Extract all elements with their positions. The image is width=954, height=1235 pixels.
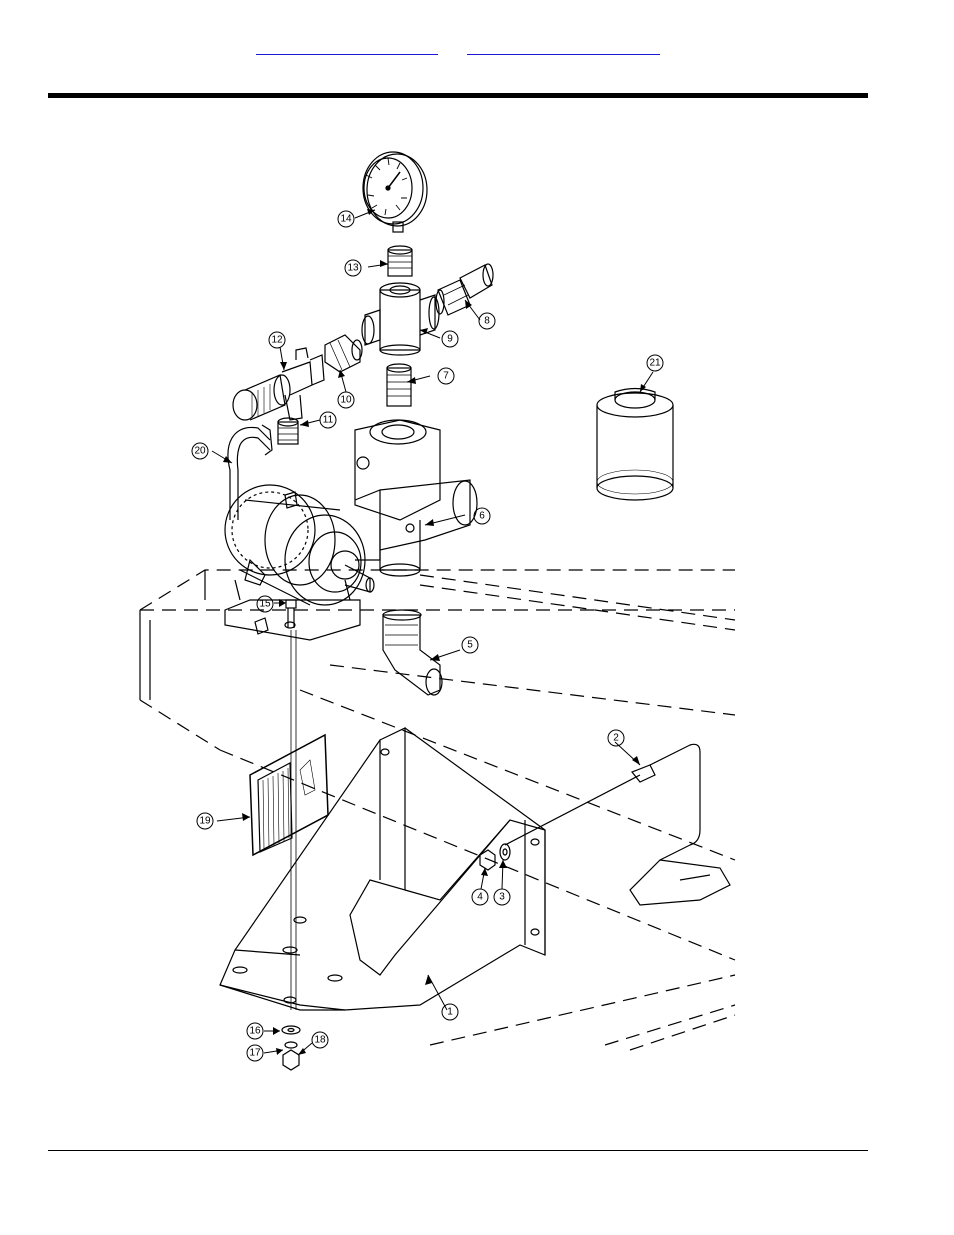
callout-label-4: 4 — [477, 892, 483, 903]
callout-label-3: 3 — [499, 892, 505, 903]
cement-can — [597, 389, 673, 501]
callout-label-13: 13 — [347, 263, 359, 274]
callout-label-8: 8 — [484, 316, 490, 327]
pump-body — [225, 420, 477, 605]
callout-label-21: 21 — [649, 358, 661, 369]
callout-label-5: 5 — [467, 640, 473, 651]
frame-beam — [140, 570, 735, 1050]
gauge-adapter — [388, 246, 412, 276]
callout-label-11: 11 — [323, 415, 334, 426]
hose-barb — [436, 264, 493, 315]
callout-label-1: 1 — [447, 1007, 453, 1018]
pipe-nipple-7 — [387, 364, 411, 406]
callout-label-10: 10 — [340, 395, 352, 406]
pressure-gauge — [363, 152, 427, 232]
header-link-2[interactable] — [467, 40, 660, 55]
callout-label-2: 2 — [613, 733, 619, 744]
bottom-hardware — [282, 1026, 300, 1070]
callout-label-16: 16 — [249, 1026, 261, 1037]
pipe-tee — [362, 283, 439, 355]
header-rule — [48, 93, 868, 98]
hose-fitting-11 — [278, 418, 298, 444]
decal-plate — [250, 735, 328, 855]
u-bolt-pin — [505, 744, 730, 905]
callout-label-14: 14 — [340, 214, 352, 225]
callout-label-17: 17 — [249, 1048, 261, 1059]
callout-label-15: 15 — [259, 599, 271, 610]
callout-label-20: 20 — [194, 446, 206, 457]
hose-fitting-10 — [325, 335, 362, 372]
elbow-fitting — [383, 610, 442, 695]
header-link-1[interactable] — [256, 40, 438, 55]
callout-label-9: 9 — [447, 334, 453, 345]
parts-exploded-diagram: 1 2 3 4 5 6 7 8 9 10 11 12 13 14 15 16 1… — [135, 140, 740, 1080]
callout-label-7: 7 — [443, 371, 449, 382]
callout-label-19: 19 — [199, 816, 211, 827]
callout-label-18: 18 — [314, 1035, 326, 1046]
bypass-hose — [228, 425, 272, 520]
callout-label-12: 12 — [271, 335, 283, 346]
relief-valve — [233, 348, 324, 420]
callout-label-6: 6 — [479, 511, 485, 522]
cap-screw — [286, 600, 296, 628]
footer-rule — [48, 1150, 868, 1151]
